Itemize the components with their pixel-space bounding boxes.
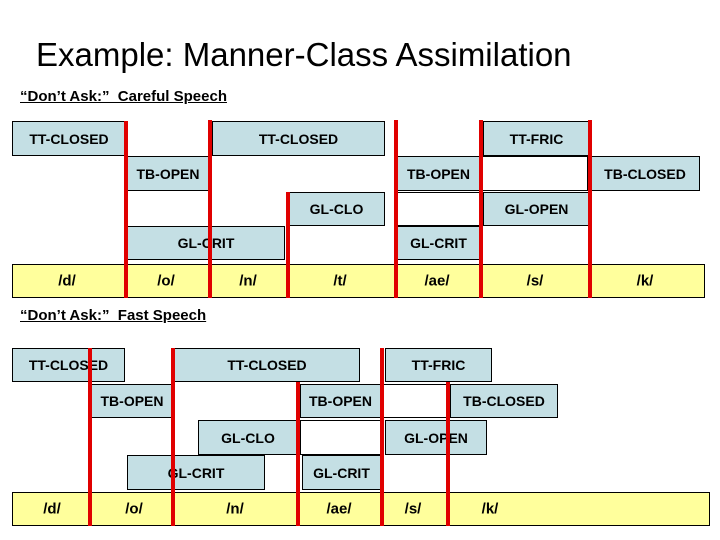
transition-box — [396, 192, 481, 226]
gesture-box-tb-open: TB-OPEN — [126, 156, 210, 191]
phoneme-label: /s/ — [404, 500, 422, 518]
phoneme-label: /o/ — [125, 500, 143, 518]
segment-boundary-line — [208, 120, 212, 298]
segment-boundary-line — [479, 120, 483, 298]
gesture-box-tt-fric: TT-FRIC — [483, 121, 590, 156]
gesture-box-gl-clo: GL-CLO — [198, 420, 298, 455]
segment-boundary-line — [286, 192, 290, 298]
gesture-box-gl-crit: GL-CRIT — [127, 226, 285, 260]
segment-boundary-line — [380, 348, 384, 526]
gesture-box-tb-open: TB-OPEN — [300, 384, 381, 418]
phoneme-label: /k/ — [636, 272, 654, 290]
gesture-box-tt-closed: TT-CLOSED — [12, 348, 125, 382]
gesture-box-gl-open: GL-OPEN — [483, 192, 590, 226]
segment-boundary-line — [588, 120, 592, 298]
section-label-fast-speech: “Don’t Ask:” Fast Speech — [20, 307, 207, 324]
gesture-box-tt-fric: TT-FRIC — [385, 348, 492, 382]
gesture-box-gl-crit: GL-CRIT — [302, 455, 381, 490]
transition-box — [300, 420, 381, 455]
phoneme-label: /d/ — [43, 500, 61, 518]
gesture-box-tb-closed: TB-CLOSED — [590, 156, 700, 191]
segment-boundary-line — [171, 348, 175, 526]
phoneme-label: /d/ — [58, 272, 76, 290]
segment-boundary-line — [296, 382, 300, 526]
segment-boundary-line — [394, 120, 398, 298]
segment-boundary-line — [124, 121, 128, 298]
phoneme-label: /ae/ — [326, 500, 352, 518]
transition-box — [481, 156, 588, 191]
section-label-careful-speech: “Don’t Ask:” Careful Speech — [20, 88, 227, 105]
gesture-box-gl-open: GL-OPEN — [385, 420, 487, 455]
gesture-box-tb-open: TB-OPEN — [91, 384, 173, 418]
gesture-box-tt-closed: TT-CLOSED — [12, 121, 126, 156]
phoneme-label: /s/ — [526, 272, 544, 290]
gesture-box-tt-closed: TT-CLOSED — [212, 121, 385, 156]
transition-box — [381, 384, 448, 418]
gesture-box-tb-open: TB-OPEN — [396, 156, 481, 191]
phoneme-label: /n/ — [226, 500, 244, 518]
phoneme-row — [12, 264, 705, 298]
phoneme-label: /o/ — [157, 272, 175, 290]
segment-boundary-line — [88, 348, 92, 526]
gesture-box-gl-crit: GL-CRIT — [127, 455, 265, 490]
gesture-box-gl-crit: GL-CRIT — [396, 226, 481, 260]
phoneme-label: /t/ — [333, 272, 347, 290]
gesture-box-tt-closed: TT-CLOSED — [174, 348, 360, 382]
phoneme-label: /n/ — [239, 272, 257, 290]
slide-title: Example: Manner-Class Assimilation — [36, 36, 572, 73]
phoneme-label: /k/ — [481, 500, 499, 518]
phoneme-label: /ae/ — [424, 272, 450, 290]
phoneme-row — [12, 492, 710, 526]
gesture-box-gl-clo: GL-CLO — [288, 192, 385, 226]
gesture-box-tb-closed: TB-CLOSED — [450, 384, 558, 418]
segment-boundary-line — [446, 382, 450, 526]
